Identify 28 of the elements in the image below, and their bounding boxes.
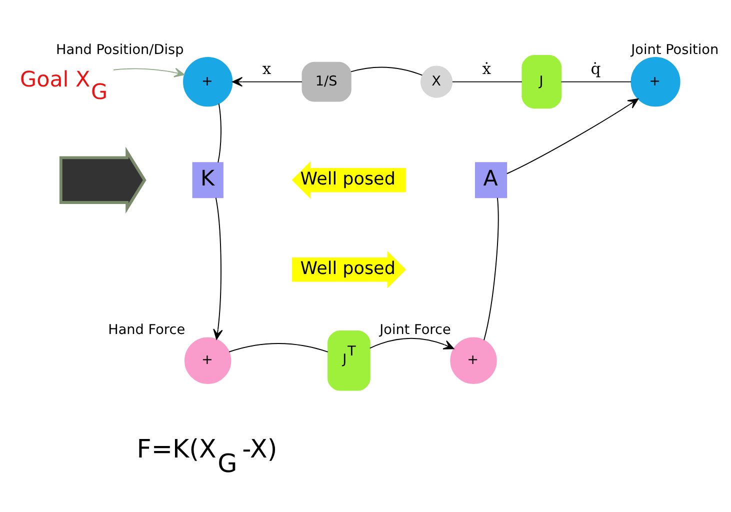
connector: [484, 196, 499, 340]
node-circle: X: [420, 65, 453, 98]
node-arrow: [59, 146, 146, 213]
arrow: [369, 337, 454, 349]
node-label: Joint Force: [380, 322, 451, 338]
node-circle: +: [183, 56, 233, 106]
connector: [350, 66, 423, 76]
arrow: [232, 76, 302, 86]
arrow: [506, 98, 639, 174]
arrow: [113, 67, 185, 77]
edge-label: q̇: [590, 59, 601, 78]
node-circle: +: [184, 336, 232, 384]
edge-label: ẋ: [482, 59, 492, 78]
connector: [560, 80, 632, 82]
node-circle: +: [450, 336, 497, 384]
arrow: [213, 196, 223, 340]
node-box: J: [522, 54, 562, 108]
node-circle: +: [630, 56, 680, 106]
connector: [218, 102, 222, 162]
node-box: A: [474, 162, 508, 198]
node-label: Joint Position: [631, 41, 719, 58]
node-box: 1/S: [302, 61, 352, 102]
connector: [452, 80, 522, 82]
node-label: Hand Force: [108, 322, 186, 338]
node-label: Hand Position/Disp: [56, 41, 184, 58]
edge-label: x: [262, 59, 272, 78]
connector: [228, 342, 328, 352]
node-box: K: [192, 162, 224, 198]
